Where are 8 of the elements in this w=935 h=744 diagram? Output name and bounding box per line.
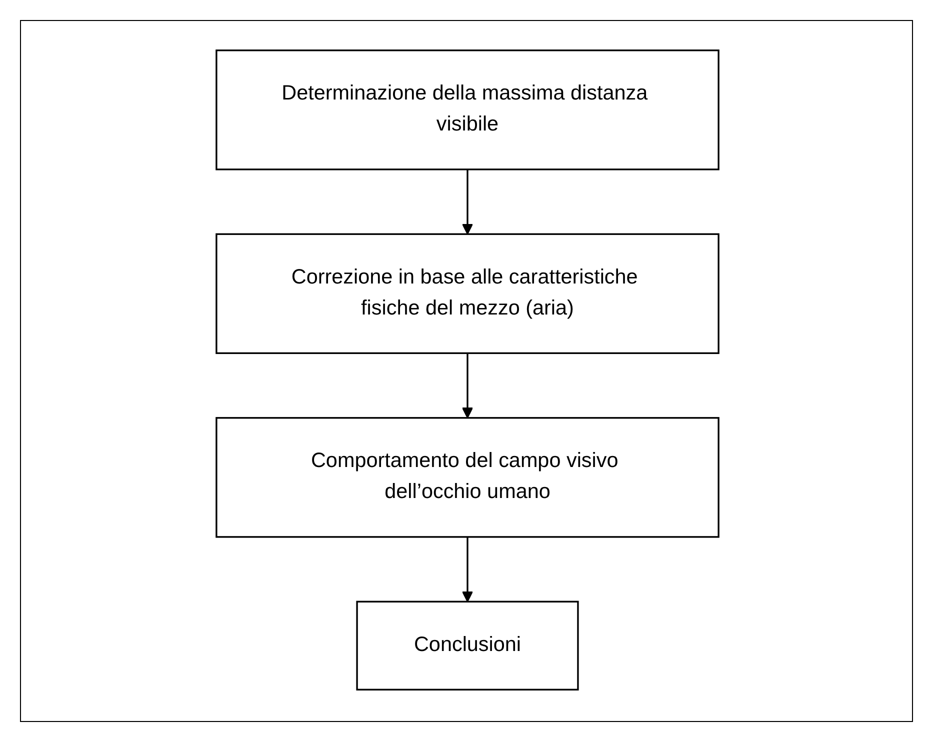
arrow bbox=[462, 536, 474, 602]
arrow bbox=[462, 169, 474, 235]
node-box bbox=[216, 233, 720, 354]
node-box bbox=[216, 50, 720, 170]
flowchart: Determinazione della massima distanza visibile Correzione in base alle caratteristiche fisiche del mezzo (aria) Comportamento del campo visivo dell’occhio umano Conclusioni bbox=[200, 40, 735, 700]
node-box bbox=[216, 417, 720, 538]
node-box bbox=[356, 600, 579, 690]
arrow bbox=[462, 353, 474, 418]
